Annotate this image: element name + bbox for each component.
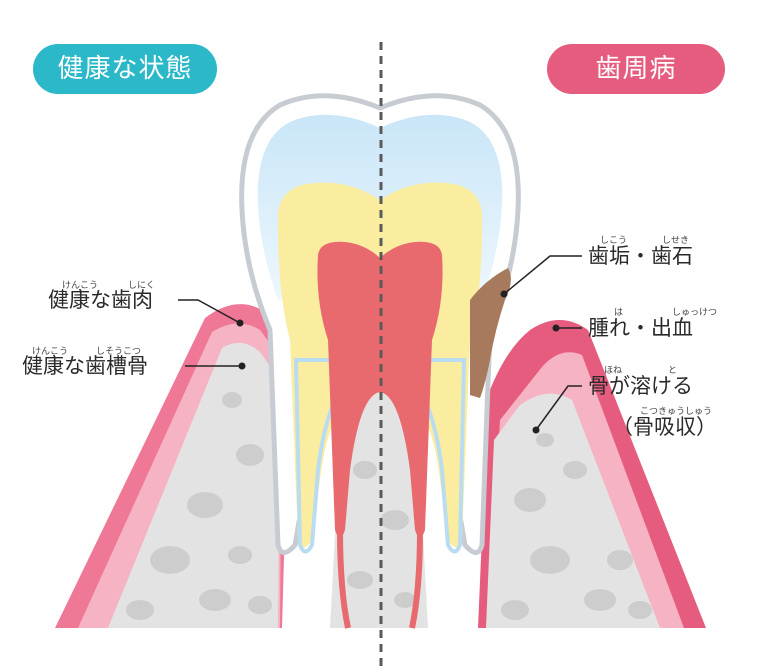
plaque-ruby-2: しせき <box>662 236 690 246</box>
plaque-ruby-1: しこう <box>600 236 628 246</box>
swelling-ruby-1: は <box>614 308 624 318</box>
swelling-marker <box>552 324 560 332</box>
healthy-bone-label: 健康な歯槽骨 <box>22 354 148 378</box>
bone-loss-label: 骨が溶ける <box>588 374 693 398</box>
periodontal-disease-badge: 歯周病 <box>547 44 725 94</box>
healthy-gum-label: 健康な歯肉 <box>48 288 153 312</box>
bone-resorption-ruby: こつきゅうしゅう <box>640 407 713 417</box>
nerve-left <box>337 529 351 629</box>
healthy-gum-ruby-1: けんこう <box>62 281 99 291</box>
healthy-state-badge: 健康な状態 <box>33 44 217 94</box>
swelling-ruby-2: しゅっけつ <box>672 308 718 318</box>
bone-resorption-label: （骨吸収） <box>612 415 717 439</box>
bone-pores <box>126 392 652 620</box>
nerve-right <box>409 529 423 629</box>
bone-loss-marker <box>532 426 540 434</box>
healthy-gum-ruby-2: しにく <box>128 281 155 291</box>
tooth-pulp <box>317 241 443 538</box>
plaque-label: 歯垢・歯石 <box>588 244 693 268</box>
healthy-bone-ruby-2: しそうこつ <box>96 347 142 357</box>
bone-loss-ruby-1: ほね <box>604 366 623 376</box>
healthy-gum-marker <box>236 319 244 327</box>
swelling-label: 腫れ・出血 <box>588 316 693 340</box>
tartar-deposit <box>470 268 511 398</box>
healthy-bone-marker <box>238 362 246 370</box>
healthy-bone-ruby-1: けんこう <box>32 347 69 357</box>
plaque-marker <box>500 290 508 298</box>
bone-loss-ruby-2: と <box>668 366 678 376</box>
